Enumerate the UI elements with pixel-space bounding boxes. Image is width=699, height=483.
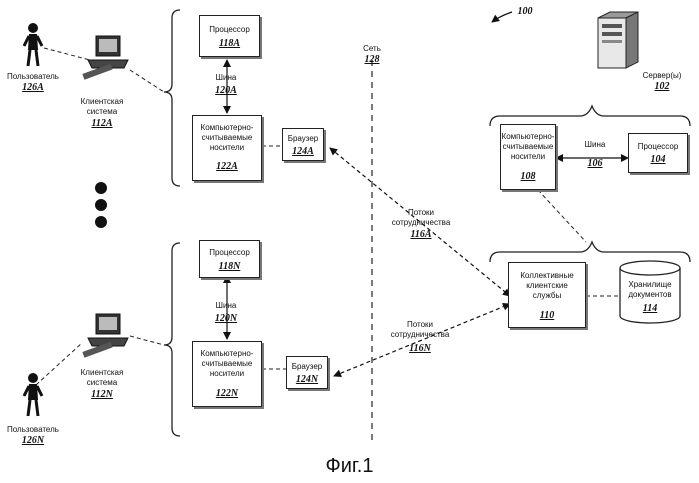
stream-116n-line — [334, 304, 510, 376]
network-label: Сеть — [356, 44, 388, 54]
server-media-box: Компьютерно- считываемые носители 108 — [500, 124, 556, 190]
collab-services-line1: Коллективные — [509, 271, 585, 281]
media-ref: 122A — [193, 161, 261, 172]
processor-box-top: Процессор 118A — [199, 15, 260, 57]
client-system-label-bottom: Клиентская — [72, 368, 132, 378]
server-processor-box: Процессор 104 — [628, 133, 688, 173]
user-to-client-top — [44, 48, 90, 60]
processor-label: Процессор — [200, 248, 259, 258]
ellipsis-dot — [95, 199, 107, 211]
media-box-bottom: Компьютерно- считываемые носители 122N — [192, 341, 262, 407]
bus-ref-top: 120A — [206, 85, 246, 96]
browser-ref: 124N — [287, 374, 327, 385]
storage-ref: 114 — [620, 303, 680, 314]
media-box-top: Компьютерно- считываемые носители 122A — [192, 115, 262, 181]
collab-services-line3: службы — [509, 291, 585, 301]
storage-label-line2: документов — [620, 290, 680, 300]
brace-services — [490, 242, 690, 262]
ellipsis-dot — [95, 216, 107, 228]
stream-label-top: Потоки — [386, 208, 456, 218]
server-label: Сервер(ы) — [632, 71, 692, 81]
browser-box-bottom: Браузер 124N — [286, 356, 328, 389]
user-label-bottom: Пользователь — [0, 425, 66, 435]
stream-label-bottom-2: сотрудничества — [380, 330, 460, 340]
collab-services-ref: 110 — [509, 310, 585, 321]
stream-ref-top: 116A — [386, 229, 456, 240]
client-system-ref-bottom: 112N — [72, 389, 132, 400]
figure-caption: Фиг.1 — [0, 455, 699, 478]
server-tower-icon — [598, 12, 638, 68]
server-processor-label: Процессор — [629, 142, 687, 152]
client-to-brace-bottom — [130, 336, 164, 345]
server-media-to-services — [538, 190, 586, 242]
stream-ref-bottom: 116N — [380, 343, 460, 354]
brace-server — [490, 106, 690, 126]
ellipsis-dot — [95, 182, 107, 194]
collab-services-line2: клиентские — [509, 281, 585, 291]
server-media-label-line3: носители — [501, 152, 555, 162]
user-figure-icon — [24, 23, 42, 66]
brace-bottom-client — [164, 243, 180, 436]
browser-ref: 124A — [283, 146, 323, 157]
brace-top-client — [164, 10, 180, 186]
bus-label-bottom: Шина — [206, 301, 246, 311]
media-label-line2: считываемые — [193, 359, 261, 369]
processor-ref: 118N — [200, 261, 259, 272]
media-label-line3: носители — [193, 369, 261, 379]
browser-label: Браузер — [287, 362, 327, 372]
browser-label: Браузер — [283, 134, 323, 144]
media-ref: 122N — [193, 388, 261, 399]
media-label-line2: считываемые — [193, 133, 261, 143]
client-system-label-bottom-2: система — [72, 378, 132, 388]
stream-label-top-2: сотрудничества — [386, 218, 456, 228]
client-to-brace-top — [130, 70, 164, 92]
server-ref: 102 — [632, 81, 692, 92]
server-media-label-line2: считываемые — [501, 142, 555, 152]
processor-label: Процессор — [200, 25, 259, 35]
stream-label-bottom: Потоки — [380, 320, 460, 330]
network-ref: 128 — [356, 54, 388, 65]
ref-100-pointer — [492, 12, 512, 22]
client-computer-icon — [82, 36, 128, 80]
collab-services-box: Коллективные клиентские службы 110 — [508, 262, 586, 328]
server-media-ref: 108 — [501, 171, 555, 182]
server-bus-label: Шина — [580, 140, 610, 150]
processor-box-bottom: Процессор 118N — [199, 240, 260, 278]
media-label-line1: Компьютерно- — [193, 123, 261, 133]
storage-label-line1: Хранилище — [620, 280, 680, 290]
client-system-label-top: Клиентская — [72, 97, 132, 107]
media-label-line3: носители — [193, 143, 261, 153]
bus-label-top: Шина — [206, 73, 246, 83]
browser-box-top: Браузер 124A — [282, 128, 324, 161]
user-ref-top: 126A — [0, 82, 66, 93]
server-processor-ref: 104 — [629, 154, 687, 165]
client-system-label-top-2: система — [72, 107, 132, 117]
figure-ref-100: 100 — [510, 6, 540, 17]
server-bus-ref: 106 — [580, 158, 610, 169]
processor-ref: 118A — [200, 38, 259, 49]
bus-ref-bottom: 120N — [206, 313, 246, 324]
media-label-line1: Компьютерно- — [193, 349, 261, 359]
client-computer-bottom-icon — [82, 314, 128, 358]
server-media-label-line1: Компьютерно- — [501, 132, 555, 142]
user-figure-bottom-icon — [24, 373, 42, 416]
user-label-top: Пользователь — [0, 72, 66, 82]
client-system-ref-top: 112A — [72, 118, 132, 129]
user-ref-bottom: 126N — [0, 435, 66, 446]
